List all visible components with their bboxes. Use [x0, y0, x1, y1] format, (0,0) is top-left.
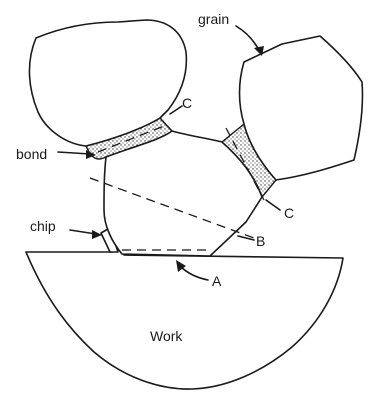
label-c-right: C [284, 205, 294, 221]
label-chip: chip [30, 218, 56, 234]
label-work: Work [150, 328, 183, 344]
grain-upper-left [28, 19, 188, 147]
grain-upper-right [238, 35, 364, 181]
label-a: A [212, 273, 222, 289]
bond-arrowhead [86, 150, 96, 159]
c-top-leader-line [169, 105, 183, 115]
grain-arrowhead [254, 46, 264, 56]
label-c-top: C [182, 95, 192, 111]
c-right-leader-line [265, 199, 281, 211]
workpiece [25, 237, 344, 390]
label-bond: bond [16, 146, 47, 162]
a-arrowhead [176, 260, 186, 272]
label-b: B [256, 233, 265, 249]
b-leader-line [237, 235, 255, 241]
dash-line-to-c-right [225, 127, 265, 201]
chip-arrowhead [92, 230, 102, 239]
chip-leader-line [69, 229, 97, 235]
label-grain: grain [198, 11, 229, 27]
dash-line-bond-left [97, 125, 165, 153]
bond-leader-line [57, 151, 91, 155]
